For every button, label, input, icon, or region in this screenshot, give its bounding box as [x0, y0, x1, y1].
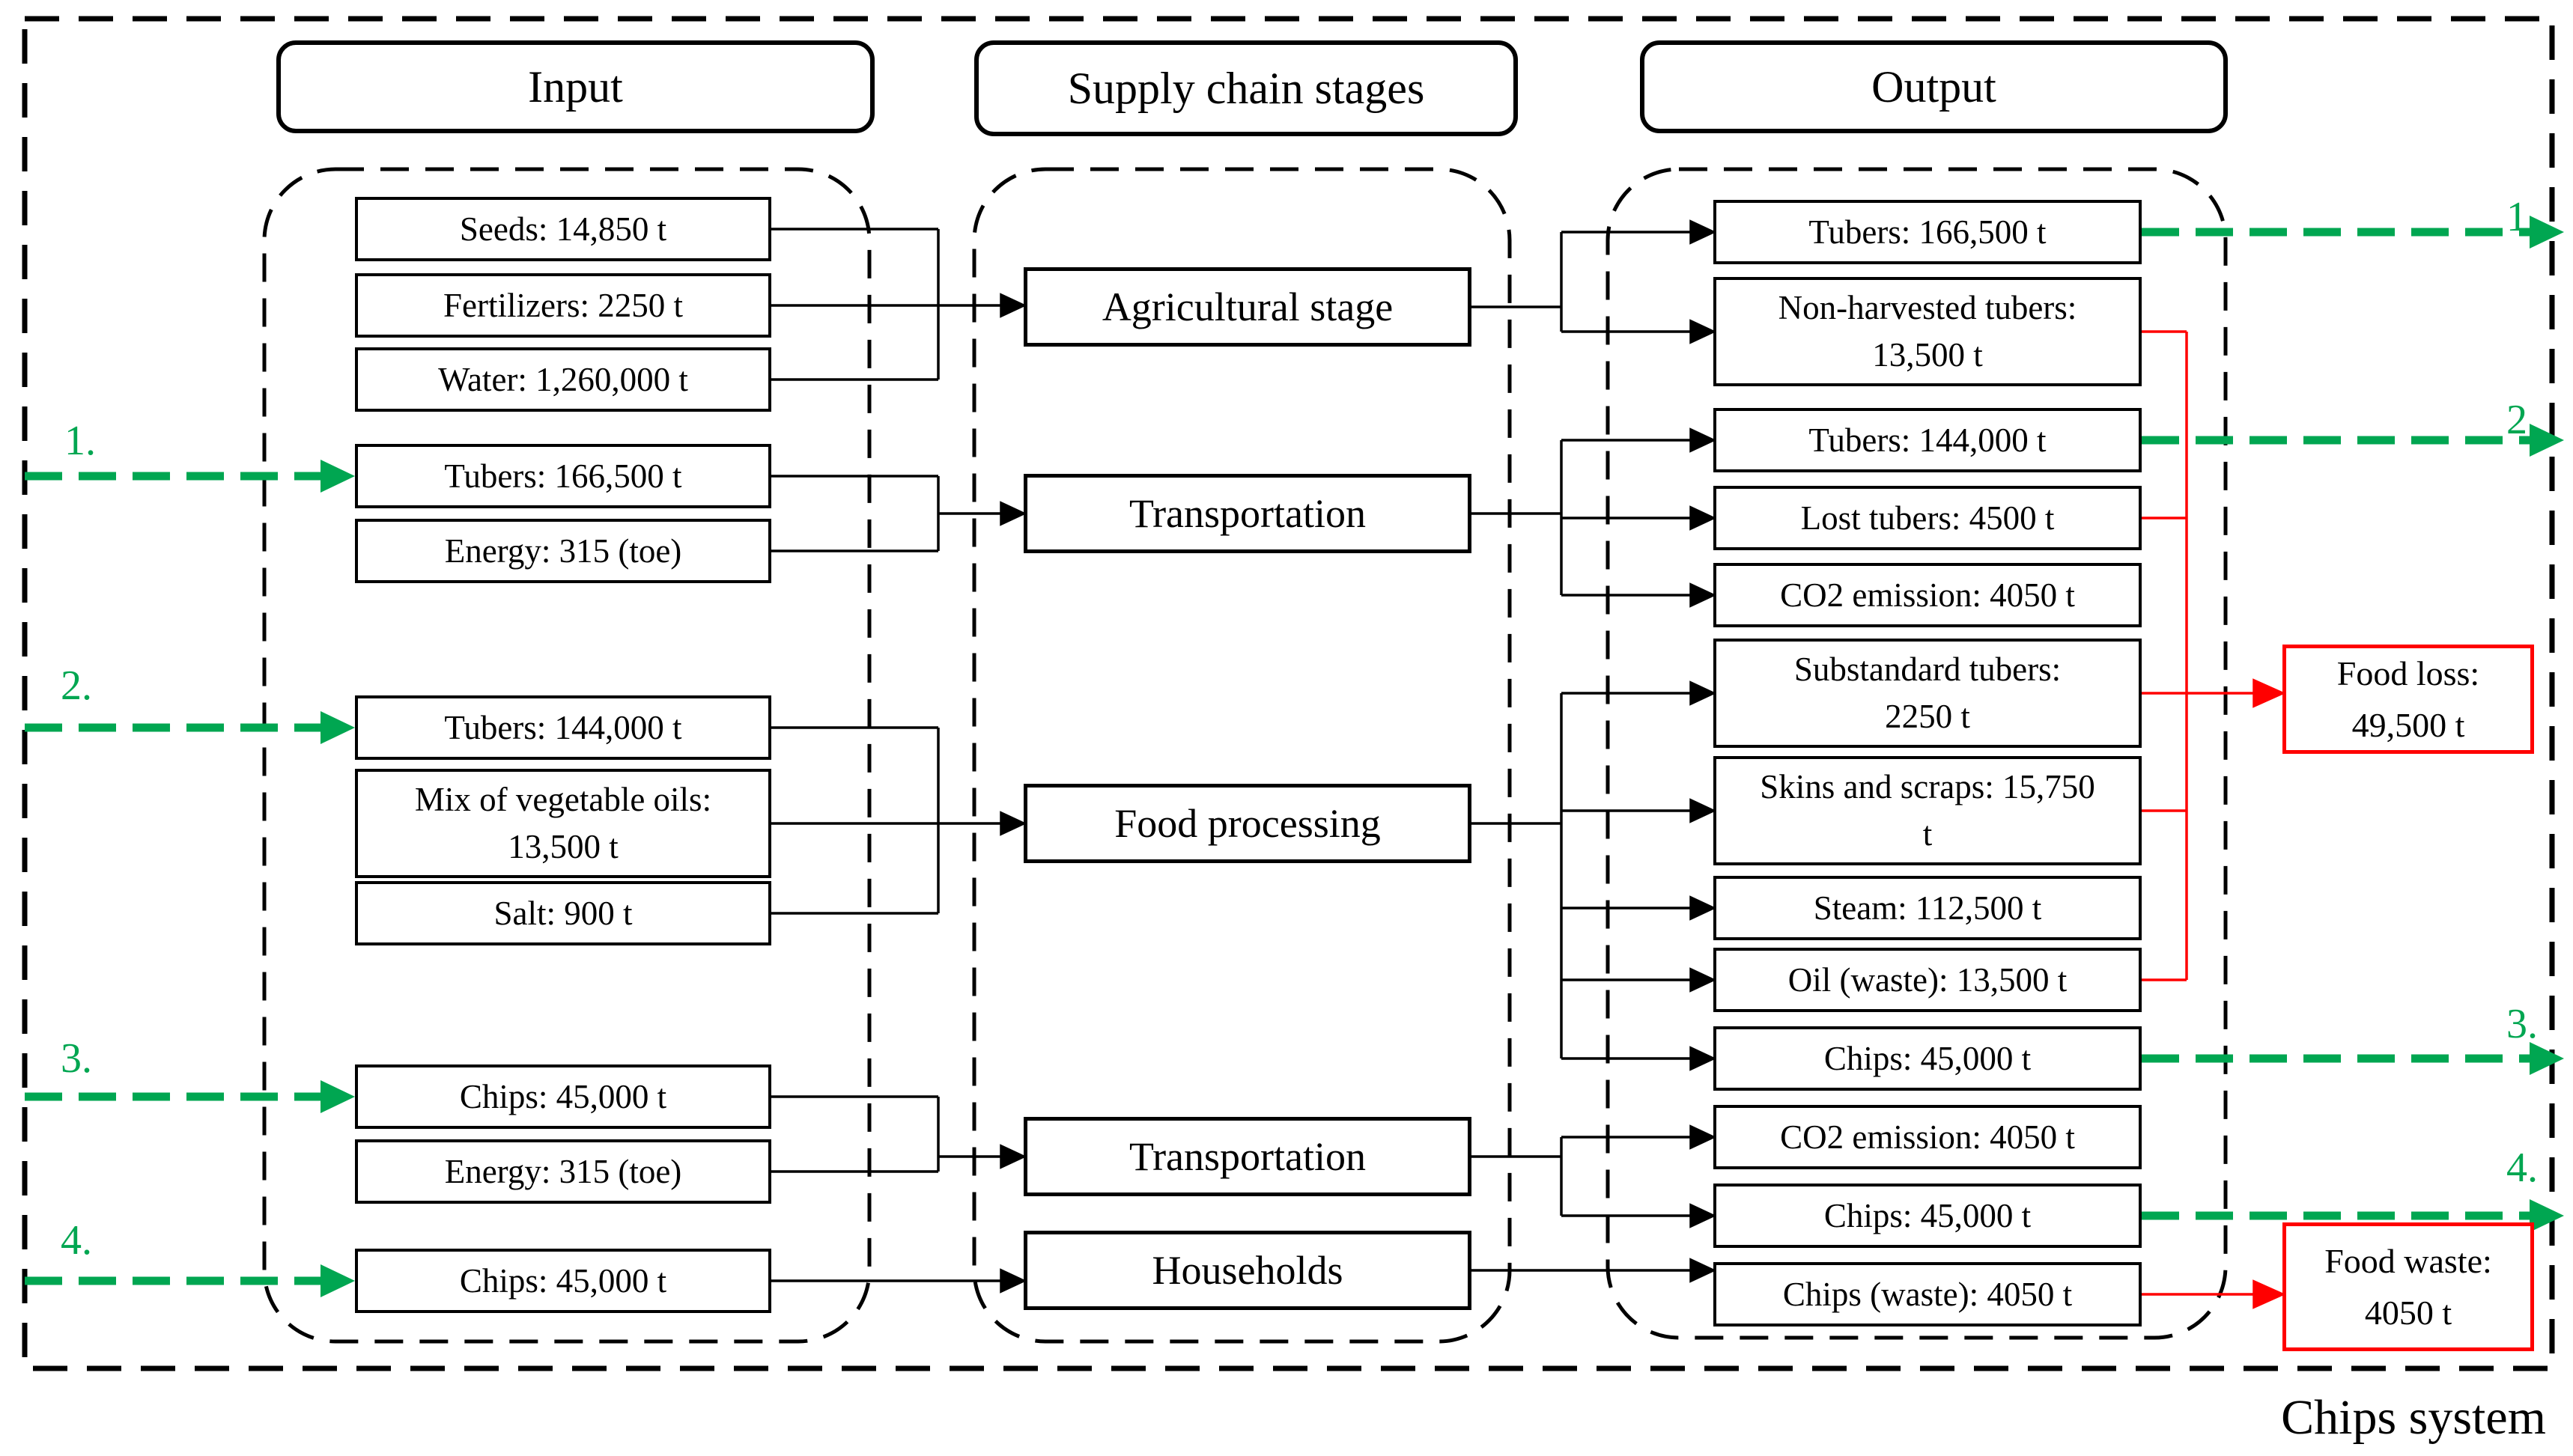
output-box-substandard-tubers: Substandard tubers: 2250 t [1713, 639, 2142, 748]
input-box-tubers-144000: Tubers: 144,000 t [355, 695, 771, 760]
stages-container-border [972, 167, 1512, 1344]
flow-label-right-4: 4. [2506, 1145, 2538, 1191]
input-box-vegetable-oils: Mix of vegetable oils: 13,500 t [355, 769, 771, 878]
input-box-energy-2: Energy: 315 (toe) [355, 1139, 771, 1204]
output-column-header: Output [1640, 40, 2228, 133]
output-box-chips-waste: Chips (waste): 4050 t [1713, 1262, 2142, 1326]
output-box-co2-emission-2: CO2 emission: 4050 t [1713, 1105, 2142, 1169]
flow-label-left-2: 2. [61, 662, 92, 709]
stages-column-header: Supply chain stages [974, 40, 1518, 136]
input-box-seeds: Seeds: 14,850 t [355, 197, 771, 261]
flow-label-left-3: 3. [61, 1035, 92, 1082]
input-box-tubers-166500: Tubers: 166,500 t [355, 444, 771, 508]
input-box-salt: Salt: 900 t [355, 881, 771, 945]
stage-agricultural: Agricultural stage [1024, 267, 1471, 347]
input-connectors [771, 228, 1027, 1294]
output-box-lost-tubers: Lost tubers: 4500 t [1713, 486, 2142, 550]
input-box-fertilizers: Fertilizers: 2250 t [355, 273, 771, 338]
flow-arrows-right [2142, 216, 2564, 1232]
output-box-tubers-166500: Tubers: 166,500 t [1713, 200, 2142, 264]
output-box-oil-waste: Oil (waste): 13,500 t [1713, 948, 2142, 1012]
food-loss-box: Food loss: 49,500 t [2282, 645, 2534, 754]
input-box-water: Water: 1,260,000 t [355, 347, 771, 412]
output-container-border [1606, 167, 2228, 1340]
input-column-header: Input [276, 40, 875, 133]
input-box-chips-45000-b: Chips: 45,000 t [355, 1249, 771, 1313]
output-box-co2-emission-1: CO2 emission: 4050 t [1713, 563, 2142, 627]
system-title: Chips system [2281, 1390, 2546, 1445]
flow-label-right-3: 3. [2506, 1001, 2538, 1047]
output-box-chips-45000-a: Chips: 45,000 t [1713, 1026, 2142, 1091]
output-box-chips-45000-b: Chips: 45,000 t [1713, 1184, 2142, 1248]
food-waste-box: Food waste: 4050 t [2282, 1222, 2534, 1351]
input-box-energy-1: Energy: 315 (toe) [355, 519, 771, 583]
stage-food-processing: Food processing [1024, 784, 1471, 863]
output-box-skins-and-scraps: Skins and scraps: 15,750 t [1713, 756, 2142, 865]
flow-label-left-4: 4. [61, 1217, 92, 1264]
output-connectors [1471, 219, 1717, 1283]
flow-label-right-2: 2. [2506, 397, 2538, 443]
stage-transportation-2: Transportation [1024, 1117, 1471, 1196]
input-container-border [262, 167, 872, 1344]
stage-households: Households [1024, 1231, 1471, 1310]
stage-transportation-1: Transportation [1024, 474, 1471, 553]
flow-label-left-1: 1. [64, 418, 96, 464]
flow-label-right-1: 1. [2506, 194, 2538, 240]
output-box-tubers-144000: Tubers: 144,000 t [1713, 408, 2142, 472]
flow-arrows-left [25, 460, 355, 1297]
input-box-chips-45000-a: Chips: 45,000 t [355, 1064, 771, 1129]
system-boundary-border [22, 16, 2555, 1371]
output-box-non-harvested-tubers: Non-harvested tubers: 13,500 t [1713, 277, 2142, 386]
output-box-steam: Steam: 112,500 t [1713, 876, 2142, 940]
food-loss-connectors [2142, 330, 2286, 1309]
